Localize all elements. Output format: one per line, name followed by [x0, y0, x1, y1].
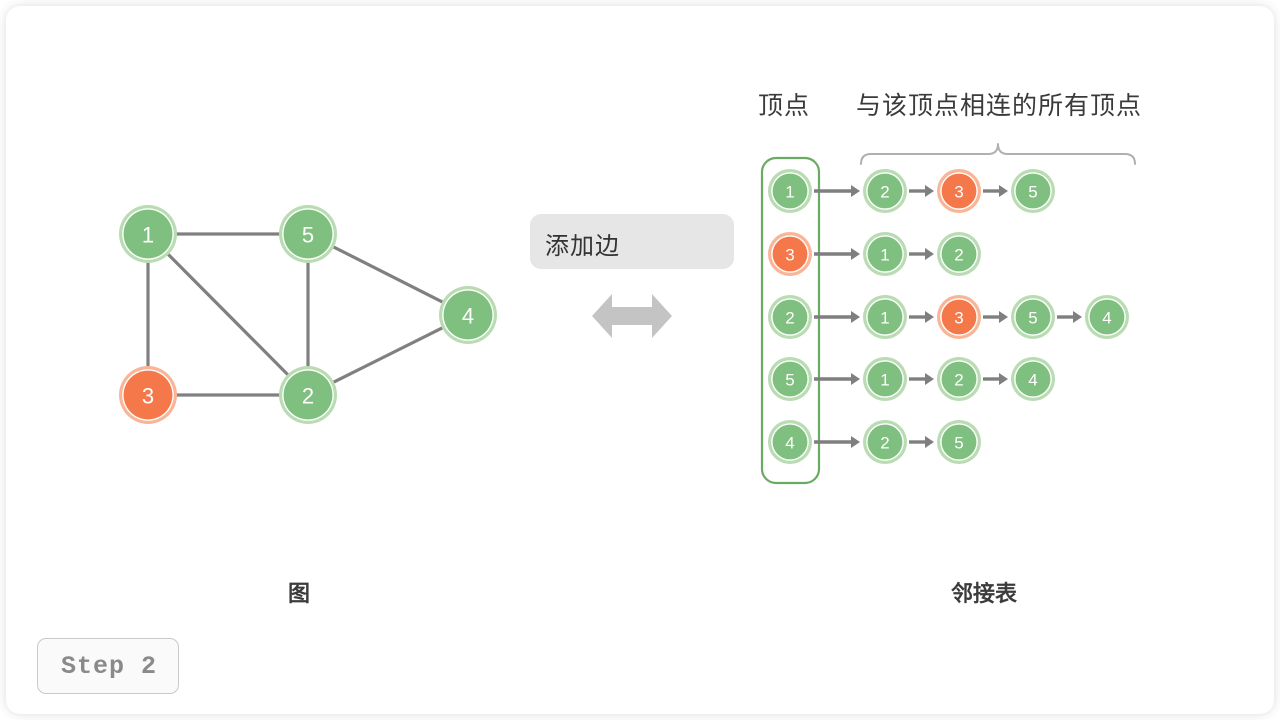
adjacency-neighbor-r3-1: 1	[863, 295, 907, 339]
adjacency-arrow-row2-1-head	[925, 248, 934, 260]
adjacency-neighbor-r4-1-label: 1	[880, 371, 889, 390]
step-badge-label: Step 2	[60, 652, 157, 681]
adjacency-vertex-3: 3	[768, 232, 812, 276]
adjacency-vertex-1-label: 1	[785, 183, 794, 202]
adjacency-vertex-1: 1	[768, 169, 812, 213]
bidirectional-arrow-shape	[592, 294, 672, 338]
bidirectional-arrow-icon	[592, 294, 672, 338]
adjacency-neighbor-r4-4: 4	[1011, 357, 1055, 401]
adjacency-arrow-row3-3-head	[1073, 311, 1082, 323]
graph-node-4: 4	[439, 286, 497, 344]
graph-node-3: 3	[119, 366, 177, 424]
adjacency-arrow-row4-0-head	[851, 373, 860, 385]
add-edge-label: 添加边	[545, 233, 620, 260]
adjacency-arrow-row5-0-head	[851, 436, 860, 448]
adjacency-neighbor-r1-2-label: 2	[880, 183, 889, 202]
diagram-card: 1 5 4 3 2 1 2 3 5 3 1 2 2 1 3 5 4 5 1 2 4 4 2 5 1 2 添加边 顶点 与该顶点…	[6, 6, 1274, 714]
adjacency-neighbor-r2-2: 2	[937, 232, 981, 276]
adjacency-arrow-row3-1-head	[925, 311, 934, 323]
graph-node-1-label: 1	[142, 223, 154, 248]
adjacency-neighbor-r2-1-label: 1	[880, 246, 889, 265]
adjacency-arrow-row3-2-head	[999, 311, 1008, 323]
adjacency-neighbor-r2-2-label: 2	[954, 246, 963, 265]
graph-node-3-label: 3	[142, 384, 154, 409]
adjacency-vertex-2-label: 2	[785, 309, 794, 328]
adjacency-neighbor-r4-1: 1	[863, 357, 907, 401]
adjacency-neighbor-r4-2: 2	[937, 357, 981, 401]
step-badge: Step 2	[37, 638, 179, 694]
graph-edges	[146, 232, 445, 397]
adjacency-neighbor-r3-3: 3	[937, 295, 981, 339]
adjacency-neighbor-r4-2-label: 2	[954, 371, 963, 390]
adjacency-arrows	[814, 185, 1082, 448]
adjacency-neighbor-r1-5-label: 5	[1028, 183, 1037, 202]
adjacency-arrow-row5-1-head	[925, 436, 934, 448]
adjacency-neighbor-r5-5: 5	[937, 420, 981, 464]
graph-nodes: 1 5 4 3 2	[119, 205, 497, 424]
adjacency-vertex-3-label: 3	[785, 246, 794, 265]
adjacency-vertex-4: 4	[768, 420, 812, 464]
caption-adjacency-list: 邻接表	[951, 581, 1018, 606]
adjacency-arrow-row4-1-head	[925, 373, 934, 385]
brace-path	[860, 143, 1136, 165]
caption-graph: 图	[288, 581, 311, 606]
graph-node-2: 2	[279, 366, 337, 424]
header-adjacent-vertices: 与该顶点相连的所有顶点	[856, 92, 1143, 120]
adjacency-neighbor-r1-3-label: 3	[954, 183, 963, 202]
adjacency-vertex-4-label: 4	[785, 434, 794, 453]
adjacency-vertex-5-label: 5	[785, 371, 794, 390]
adjacency-arrow-row1-2-head	[999, 185, 1008, 197]
adjacency-neighbor-r3-5: 5	[1011, 295, 1055, 339]
graph-node-4-label: 4	[462, 304, 474, 329]
adjacency-neighbor-r5-2-label: 2	[880, 434, 889, 453]
graph-node-2-label: 2	[302, 384, 314, 409]
vertex-column-box	[760, 156, 821, 485]
adjacency-neighbor-r3-5-label: 5	[1028, 309, 1037, 328]
adjacency-neighbor-r5-2: 2	[863, 420, 907, 464]
adjacency-vertex-2: 2	[768, 295, 812, 339]
add-edge-box	[530, 214, 734, 269]
graph-node-1: 1	[119, 205, 177, 263]
adjacency-arrow-row4-2-head	[999, 373, 1008, 385]
adjacency-arrow-row3-0-head	[851, 311, 860, 323]
adjacency-neighbor-r1-3: 3	[937, 169, 981, 213]
adjacency-arrow-row1-1-head	[925, 185, 934, 197]
header-vertex: 顶点	[758, 92, 811, 120]
vertex-column-outline	[760, 156, 821, 485]
adjacency-neighbor-r3-3-label: 3	[954, 309, 963, 328]
adjacency-neighbor-r3-4: 4	[1085, 295, 1129, 339]
adjacency-brace	[860, 143, 1136, 165]
adjacency-neighbor-r2-1: 1	[863, 232, 907, 276]
adjacency-nodes: 1 2 3 5 3 1 2 2 1 3 5 4 5 1 2 4 4 2 5	[768, 169, 1129, 464]
adjacency-neighbor-r4-4-label: 4	[1028, 371, 1037, 390]
adjacency-arrow-row2-0-head	[851, 248, 860, 260]
adjacency-neighbor-r1-2: 2	[863, 169, 907, 213]
graph-node-5-label: 5	[302, 223, 314, 248]
adjacency-neighbor-r5-5-label: 5	[954, 434, 963, 453]
adjacency-vertex-5: 5	[768, 357, 812, 401]
graph-edge-2-4	[331, 325, 445, 385]
adjacency-neighbor-r3-1-label: 1	[880, 309, 889, 328]
graph-node-5: 5	[279, 205, 337, 263]
diagram-stage: 1 5 4 3 2 1 2 3 5 3 1 2 2 1 3 5 4 5 1 2 4 4 2 5 1 2 添加边 顶点 与该顶点…	[6, 6, 1274, 714]
graph-edge-5-4	[331, 245, 445, 304]
adjacency-arrow-row1-0-head	[851, 185, 860, 197]
adjacency-neighbor-r3-4-label: 4	[1102, 309, 1111, 328]
adjacency-neighbor-r1-5: 5	[1011, 169, 1055, 213]
graph-edge-1-2	[166, 252, 290, 377]
